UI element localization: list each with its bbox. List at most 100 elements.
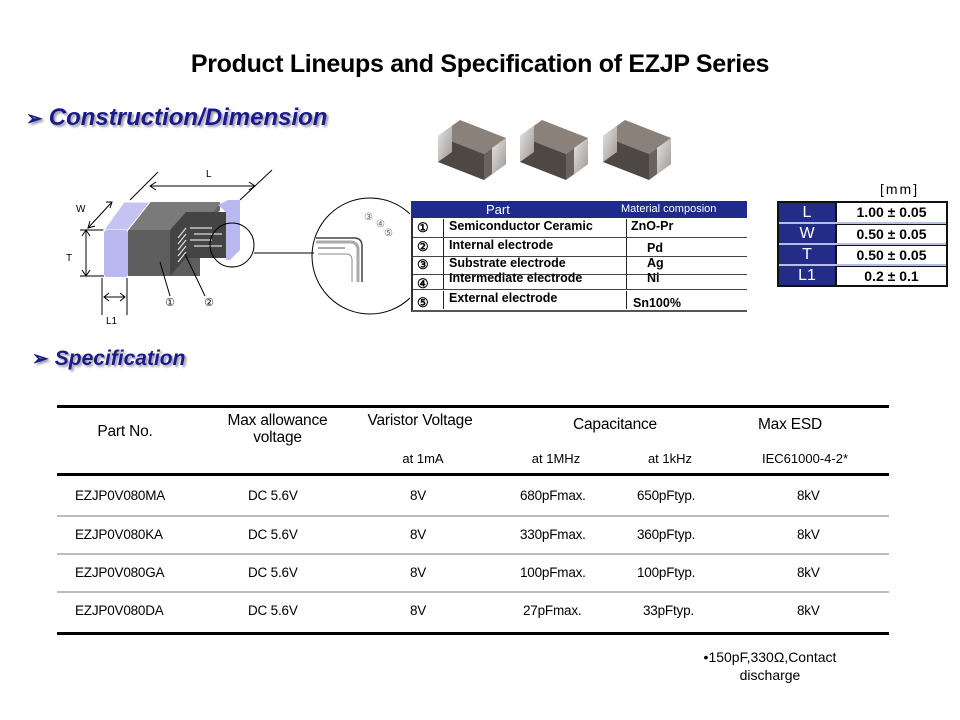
subheader-cap-1mhz: at 1MHz — [531, 451, 581, 466]
table-row: EZJP0V080MA DC 5.6V 8V 680pFmax. 650pFty… — [57, 478, 889, 516]
subheader-esd: IEC61000-4-2* — [762, 451, 848, 466]
chip-construction-diagram: ① ② L W T L1 ③ ④ ⑤ — [60, 150, 429, 330]
part-name: Substrate electrode — [449, 256, 566, 270]
cell-esd: 8kV — [797, 527, 820, 542]
dimension-key: L — [779, 203, 837, 222]
part-name: Internal electrode — [449, 238, 554, 252]
dimension-key: W — [779, 224, 837, 243]
dimension-row: W 0.50 ± 0.05 — [779, 222, 946, 243]
footnote-line-1: •150pF,330Ω,Contact — [703, 649, 837, 665]
dimension-row: L1 0.2 ± 0.1 — [779, 264, 946, 285]
dimension-value: 0.2 ± 0.1 — [837, 266, 946, 285]
dimension-value: 0.50 ± 0.05 — [837, 245, 946, 264]
table-row: EZJP0V080DA DC 5.6V 8V 27pFmax. 33pFtyp.… — [57, 593, 889, 631]
header-part-no: Part No. — [97, 423, 153, 440]
cell-cap-1mhz: 330pFmax. — [520, 527, 586, 542]
chip-cutaway-icon: ① ② L W T L1 ③ ④ ⑤ — [66, 169, 429, 327]
chip-photos — [420, 100, 680, 190]
cell-varistor: 8V — [410, 603, 427, 618]
svg-text:T: T — [66, 253, 72, 264]
part-material: Pd — [647, 241, 663, 255]
section-label: Construction/Dimension — [48, 104, 328, 131]
section-label: Specification — [54, 346, 186, 370]
arrow-bullet-icon: ➢ — [32, 348, 49, 370]
dimension-row: T 0.50 ± 0.05 — [779, 243, 946, 264]
table-row: EZJP0V080GA DC 5.6V 8V 100pFmax. 100pFty… — [57, 555, 889, 593]
cell-part-no: EZJP0V080MA — [75, 488, 166, 503]
cell-varistor: 8V — [410, 488, 427, 503]
cell-part-no: EZJP0V080KA — [75, 527, 163, 542]
marker-4: ④ — [376, 219, 385, 230]
dimension-value: 1.00 ± 0.05 — [856, 204, 927, 220]
row-divider — [57, 553, 889, 555]
dimension-value: 0.50 ± 0.05 — [837, 224, 946, 243]
parts-row: ⑤ External electrode Sn100% — [413, 291, 747, 310]
dimension-unit: [mm] — [880, 181, 920, 197]
marker-2: ② — [204, 297, 214, 309]
cell-esd: 8kV — [797, 565, 820, 580]
dimension-table: L 1.00 ± 0.05 W 0.50 ± 0.05 T 0.50 ± 0.0… — [777, 201, 948, 287]
marker-3: ③ — [364, 212, 373, 223]
page-title: Product Lineups and Specification of EZJ… — [190, 50, 770, 78]
part-number-marker: ⑤ — [417, 295, 429, 310]
subheader-varistor: at 1mA — [402, 451, 444, 466]
cell-max-voltage: DC 5.6V — [248, 488, 298, 503]
part-material: ZnO-Pr — [631, 219, 674, 233]
header-capacitance: Capacitance — [573, 416, 657, 433]
section-heading-specification: ➢ Specification — [32, 346, 185, 371]
header-max-voltage: Max allowance voltage — [227, 412, 328, 446]
cell-cap-1mhz: 680pFmax. — [520, 488, 586, 503]
part-material: Ni — [647, 271, 660, 285]
cell-max-voltage: DC 5.6V — [248, 527, 298, 542]
cell-varistor: 8V — [410, 527, 427, 542]
parts-row: ② Internal electrode Pd — [413, 238, 747, 257]
cell-cap-1khz: 33pFtyp. — [643, 603, 694, 618]
cell-cap-1khz: 100pFtyp. — [637, 565, 696, 580]
header-max-esd: Max ESD — [757, 416, 823, 433]
chip-photo-icon — [438, 120, 671, 180]
cell-cap-1khz: 650pFtyp. — [637, 488, 696, 503]
part-number-marker: ② — [417, 239, 429, 254]
cell-esd: 8kV — [797, 603, 820, 618]
spec-table-top-rule — [57, 405, 889, 408]
dimension-key: L1 — [779, 266, 837, 285]
row-divider — [57, 515, 889, 517]
cell-max-voltage: DC 5.6V — [248, 565, 298, 580]
cell-cap-1khz: 360pFtyp. — [637, 527, 696, 542]
cell-cap-1mhz: 100pFmax. — [520, 565, 586, 580]
footnote: •150pF,330Ω,Contact discharge — [660, 648, 880, 684]
marker-5: ⑤ — [384, 228, 393, 239]
marker-1: ① — [165, 297, 175, 309]
svg-text:L1: L1 — [106, 316, 118, 327]
part-name: Intermediate electrode — [449, 271, 583, 285]
parts-row: ③ Substrate electrode Ag — [413, 256, 747, 275]
cell-varistor: 8V — [410, 565, 427, 580]
table-row: EZJP0V080KA DC 5.6V 8V 330pFmax. 360pFty… — [57, 517, 889, 555]
dimension-row: L 1.00 ± 0.05 — [779, 203, 946, 222]
dimension-key: T — [779, 245, 837, 264]
parts-row: ① Semiconductor Ceramic ZnO-Pr — [413, 219, 747, 238]
parts-table-header: Part Material composion — [411, 201, 747, 218]
cell-part-no: EZJP0V080GA — [75, 565, 165, 580]
svg-text:W: W — [76, 204, 86, 215]
part-number-marker: ③ — [417, 257, 429, 272]
row-divider — [57, 591, 889, 593]
cell-esd: 8kV — [797, 488, 820, 503]
cell-cap-1mhz: 27pFmax. — [523, 603, 582, 618]
spec-table-header-rule — [57, 473, 889, 476]
parts-table — [411, 201, 747, 312]
part-material: Ag — [647, 256, 664, 270]
header-material: Material composion — [621, 203, 717, 215]
header-part: Part — [486, 202, 510, 217]
spec-table-bottom-rule — [57, 632, 889, 635]
part-number-marker: ④ — [417, 276, 429, 291]
subheader-cap-1khz: at 1kHz — [647, 451, 693, 466]
parts-row: ④ Intermediate electrode Ni — [413, 271, 747, 291]
section-heading-construction: ➢ Construction/Dimension — [26, 104, 327, 132]
footnote-line-2: discharge — [739, 667, 801, 683]
part-name: Semiconductor Ceramic — [449, 219, 593, 233]
part-name: External electrode — [449, 291, 558, 305]
arrow-bullet-icon: ➢ — [26, 107, 43, 130]
part-material: Sn100% — [633, 296, 681, 310]
svg-text:L: L — [206, 169, 212, 180]
